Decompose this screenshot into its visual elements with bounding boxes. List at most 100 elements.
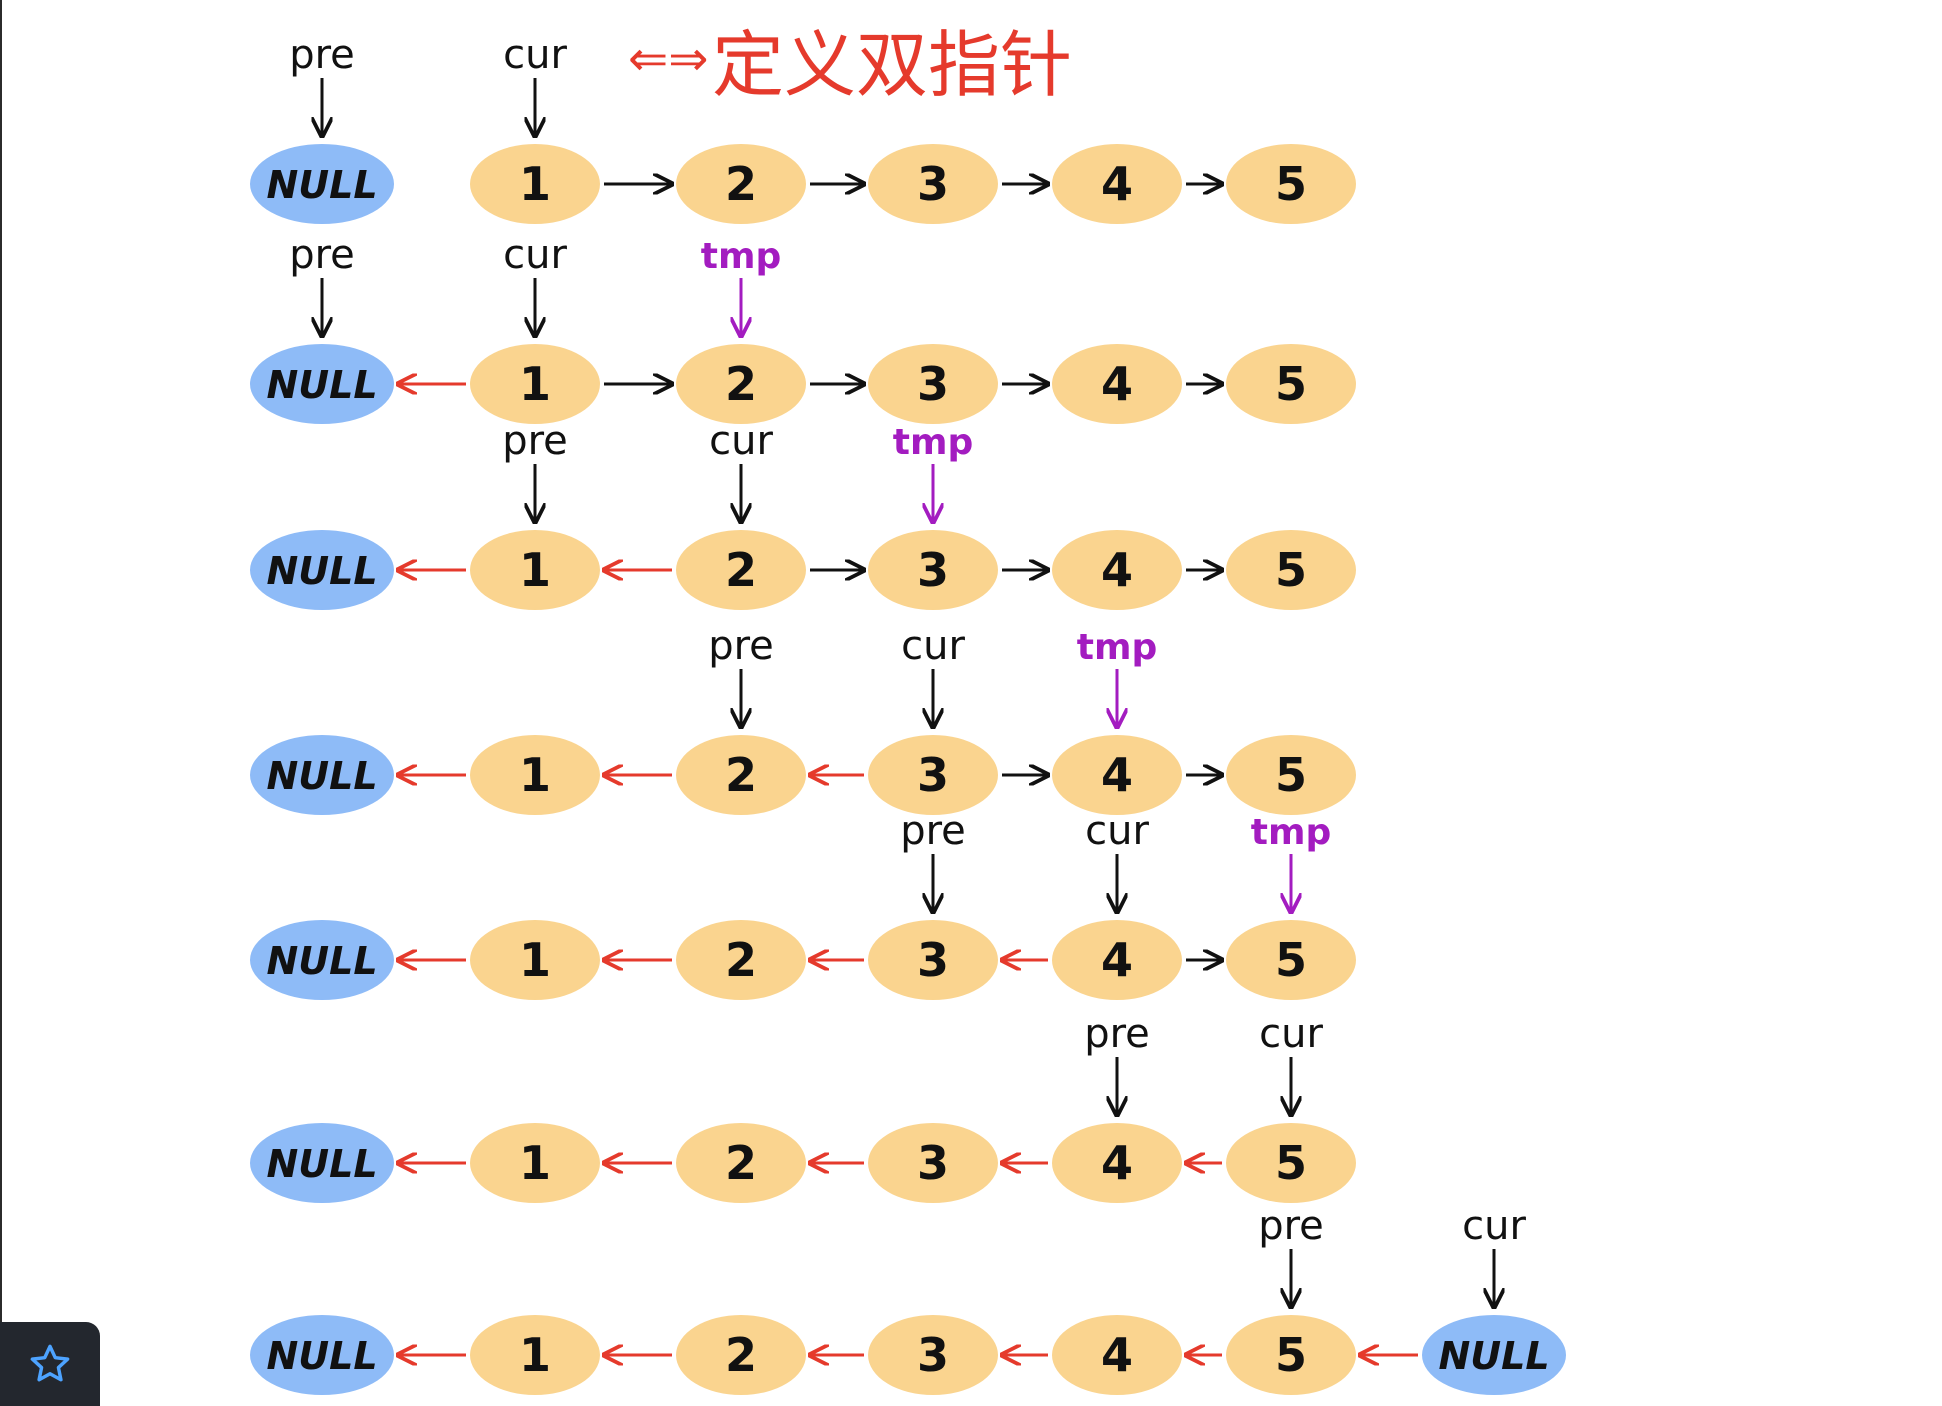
list-node-3 bbox=[868, 920, 998, 1000]
list-node-5-label: 5 bbox=[1275, 157, 1307, 211]
null-node-label: NULL bbox=[266, 939, 377, 983]
list-node-5-label: 5 bbox=[1275, 748, 1307, 802]
null-node-label: NULL bbox=[266, 1142, 377, 1186]
cur-pointer-label: cur bbox=[503, 32, 567, 78]
list-node-5 bbox=[1226, 1315, 1356, 1395]
list-node-1-label: 1 bbox=[519, 748, 551, 802]
list-node-5-label: 5 bbox=[1275, 357, 1307, 411]
list-node-2 bbox=[676, 735, 806, 815]
list-node-4-label: 4 bbox=[1101, 357, 1133, 411]
null-node bbox=[250, 1315, 394, 1395]
list-node-3-label: 3 bbox=[917, 357, 949, 411]
list-node-5 bbox=[1226, 144, 1356, 224]
list-node-2 bbox=[676, 1123, 806, 1203]
list-node-5-label: 5 bbox=[1275, 1136, 1307, 1190]
list-node-2-label: 2 bbox=[725, 1136, 757, 1190]
list-node-3 bbox=[868, 144, 998, 224]
tail-null-node-label: NULL bbox=[1438, 1334, 1549, 1378]
list-node-1 bbox=[470, 1123, 600, 1203]
null-node-label: NULL bbox=[266, 754, 377, 798]
list-node-4-label: 4 bbox=[1101, 1328, 1133, 1382]
list-node-1-label: 1 bbox=[519, 1328, 551, 1382]
pre-pointer-label: pre bbox=[289, 32, 355, 78]
page-left-border bbox=[0, 0, 2, 1406]
tmp-pointer-label: tmp bbox=[1251, 812, 1332, 853]
list-node-5 bbox=[1226, 1123, 1356, 1203]
list-node-1-label: 1 bbox=[519, 157, 551, 211]
null-node bbox=[250, 344, 394, 424]
list-node-4 bbox=[1052, 1315, 1182, 1395]
list-node-1 bbox=[470, 344, 600, 424]
list-node-1-label: 1 bbox=[519, 543, 551, 597]
list-node-5 bbox=[1226, 530, 1356, 610]
list-node-4-label: 4 bbox=[1101, 543, 1133, 597]
list-node-4 bbox=[1052, 530, 1182, 610]
star-icon bbox=[30, 1344, 70, 1382]
list-node-3-label: 3 bbox=[917, 543, 949, 597]
cur-pointer-label: cur bbox=[1085, 808, 1149, 854]
cur-pointer-label: cur bbox=[1462, 1203, 1526, 1249]
list-node-3-label: 3 bbox=[917, 1136, 949, 1190]
list-node-2-label: 2 bbox=[725, 1328, 757, 1382]
null-node bbox=[250, 530, 394, 610]
list-node-4-label: 4 bbox=[1101, 933, 1133, 987]
tmp-pointer-label: tmp bbox=[1077, 627, 1158, 668]
null-node-label: NULL bbox=[266, 163, 377, 207]
list-node-4 bbox=[1052, 1123, 1182, 1203]
list-node-4 bbox=[1052, 735, 1182, 815]
list-node-1 bbox=[470, 144, 600, 224]
list-node-5 bbox=[1226, 920, 1356, 1000]
list-node-4-label: 4 bbox=[1101, 748, 1133, 802]
list-node-1 bbox=[470, 920, 600, 1000]
list-node-2-label: 2 bbox=[725, 157, 757, 211]
list-node-5-label: 5 bbox=[1275, 933, 1307, 987]
pre-pointer-label: pre bbox=[900, 808, 966, 854]
list-node-5-label: 5 bbox=[1275, 1328, 1307, 1382]
list-node-3 bbox=[868, 1315, 998, 1395]
list-node-3-label: 3 bbox=[917, 157, 949, 211]
favorite-button[interactable] bbox=[0, 1322, 100, 1406]
null-node-label: NULL bbox=[266, 363, 377, 407]
tmp-pointer-label: tmp bbox=[701, 236, 782, 277]
cur-pointer-label: cur bbox=[709, 418, 773, 464]
pre-pointer-label: pre bbox=[1258, 1203, 1324, 1249]
list-node-1 bbox=[470, 1315, 600, 1395]
list-node-2-label: 2 bbox=[725, 748, 757, 802]
list-node-1 bbox=[470, 530, 600, 610]
null-node bbox=[250, 735, 394, 815]
list-node-3 bbox=[868, 735, 998, 815]
list-node-1-label: 1 bbox=[519, 1136, 551, 1190]
title-text: 定义双指针 bbox=[712, 23, 1072, 107]
list-node-3 bbox=[868, 1123, 998, 1203]
list-node-2 bbox=[676, 920, 806, 1000]
cur-pointer-label: cur bbox=[901, 623, 965, 669]
list-node-4 bbox=[1052, 920, 1182, 1000]
list-node-2 bbox=[676, 144, 806, 224]
null-node bbox=[250, 920, 394, 1000]
list-node-3 bbox=[868, 344, 998, 424]
pre-pointer-label: pre bbox=[289, 232, 355, 278]
list-node-3-label: 3 bbox=[917, 1328, 949, 1382]
pre-pointer-label: pre bbox=[708, 623, 774, 669]
null-node-label: NULL bbox=[266, 1334, 377, 1378]
null-node bbox=[250, 1123, 394, 1203]
list-node-2 bbox=[676, 344, 806, 424]
list-node-1 bbox=[470, 735, 600, 815]
list-node-5 bbox=[1226, 735, 1356, 815]
list-node-4 bbox=[1052, 344, 1182, 424]
list-node-2-label: 2 bbox=[725, 543, 757, 597]
list-node-4-label: 4 bbox=[1101, 1136, 1133, 1190]
title-double-arrow: ⇐⇒ bbox=[628, 31, 708, 87]
list-node-5 bbox=[1226, 344, 1356, 424]
list-node-3 bbox=[868, 530, 998, 610]
list-node-1-label: 1 bbox=[519, 933, 551, 987]
list-node-1-label: 1 bbox=[519, 357, 551, 411]
list-node-4 bbox=[1052, 144, 1182, 224]
